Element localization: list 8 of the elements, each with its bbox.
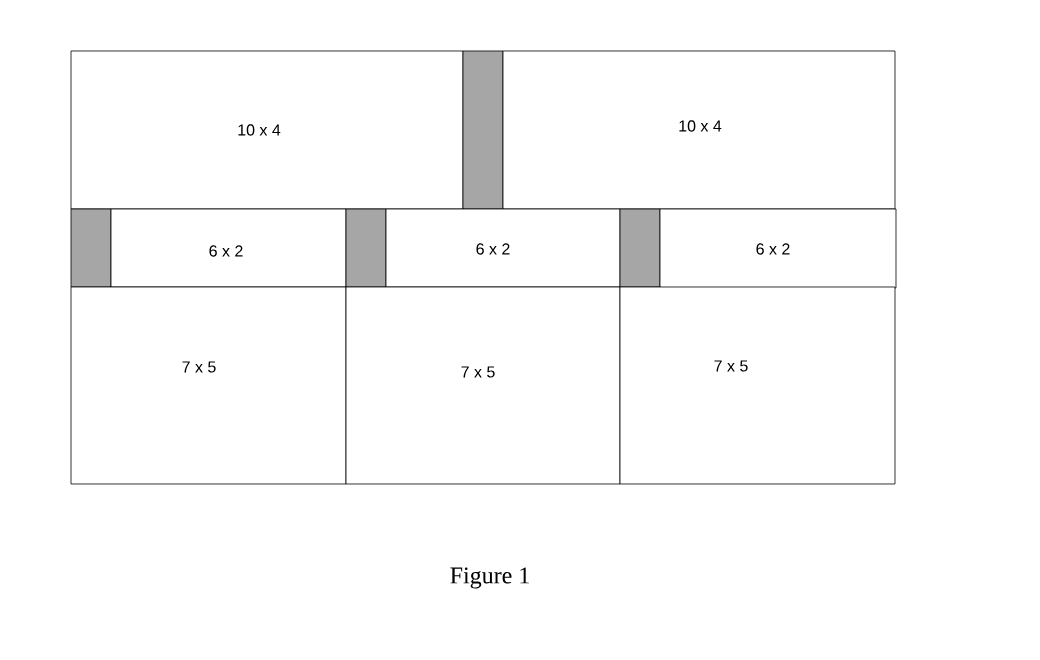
dimension-box: 6 x 2 — [110, 208, 347, 288]
dimension-box: 6 x 2 — [385, 208, 621, 288]
shaded-bar — [70, 208, 112, 288]
shaded-bar — [619, 208, 661, 288]
shaded-bar — [462, 50, 504, 210]
figure-caption: Figure 1 — [450, 567, 529, 589]
shaded-bar — [345, 208, 387, 288]
dimension-box: 6 x 2 — [659, 208, 897, 289]
